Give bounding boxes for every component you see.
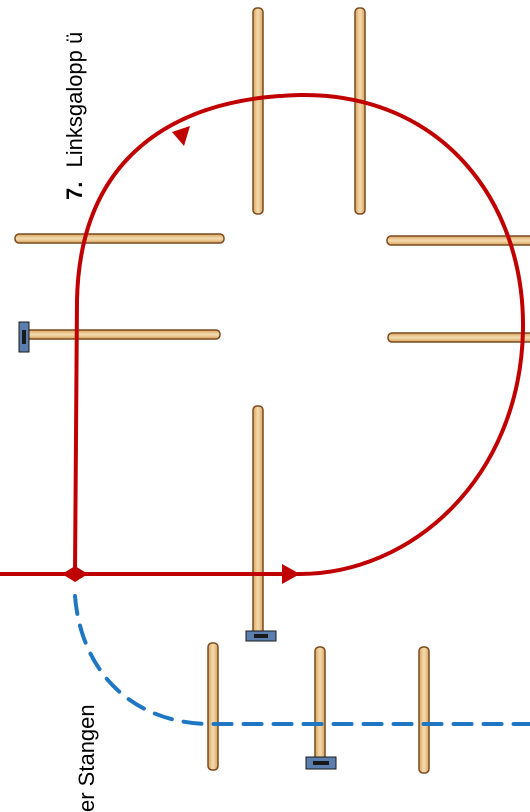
diamond-marker-icon bbox=[62, 566, 88, 582]
exercise-title-text: Linksgalopp ü bbox=[62, 32, 87, 168]
pole-right-lower bbox=[387, 332, 530, 343]
pole-bottom-2 bbox=[314, 646, 326, 768]
pole-right-upper bbox=[386, 235, 530, 246]
pole-center-bottom bbox=[252, 405, 264, 635]
red-route bbox=[0, 92, 526, 576]
poles-horizontal bbox=[14, 233, 530, 343]
pole-top-right bbox=[354, 7, 366, 215]
arrow-bottom-right-icon bbox=[282, 564, 300, 584]
bottom-caption: er Stangen bbox=[74, 704, 99, 812]
pole-top-left bbox=[252, 7, 264, 215]
block-left-core bbox=[22, 330, 26, 344]
poles-vertical bbox=[207, 7, 430, 774]
pole-bottom-1 bbox=[207, 642, 219, 771]
pole-left-upper bbox=[14, 233, 225, 244]
pole-blocks bbox=[18, 321, 337, 770]
blue-dashed-route bbox=[73, 594, 530, 726]
block-center-core bbox=[254, 634, 268, 638]
exercise-title: 7. Linksgalopp ü bbox=[62, 32, 87, 200]
pole-bottom-3 bbox=[418, 646, 430, 774]
pole-left-lower bbox=[21, 329, 221, 340]
arrow-upper-left-icon bbox=[172, 126, 190, 146]
block-bottom-core bbox=[313, 761, 329, 765]
exercise-number: 7. bbox=[62, 182, 87, 200]
route-arrows bbox=[62, 126, 300, 584]
